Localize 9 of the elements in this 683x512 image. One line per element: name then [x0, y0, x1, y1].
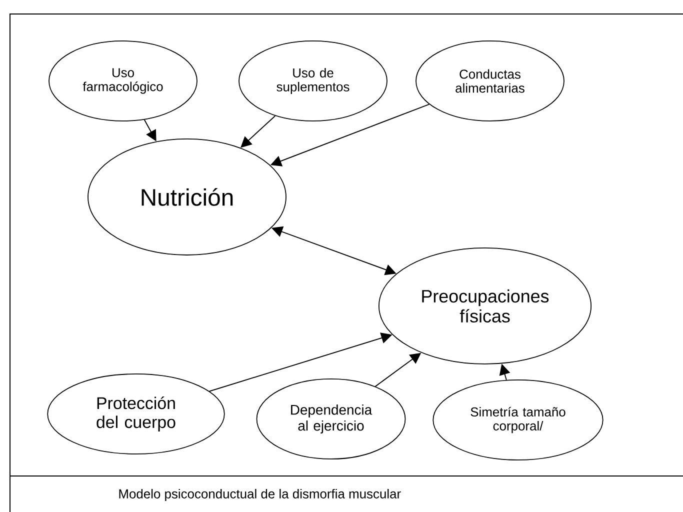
ellipse-node: Simetría tamaño corporal/	[432, 380, 604, 460]
ellipse-node: Preocupaciones físicas	[378, 248, 592, 364]
ellipse-node: Uso farmacológico	[48, 40, 198, 122]
ellipse-node: Nutrición	[88, 138, 286, 256]
ellipse-node: Conductas alimentarias	[416, 40, 564, 122]
ellipse-node: Uso de suplementos	[238, 40, 388, 122]
ellipse-node: Dependencia al ejercicio	[256, 378, 406, 460]
ellipse-node: Protección del cuerpo	[47, 374, 225, 454]
caption: Modelo psicoconductual de la dismorfia muscular	[119, 488, 401, 502]
